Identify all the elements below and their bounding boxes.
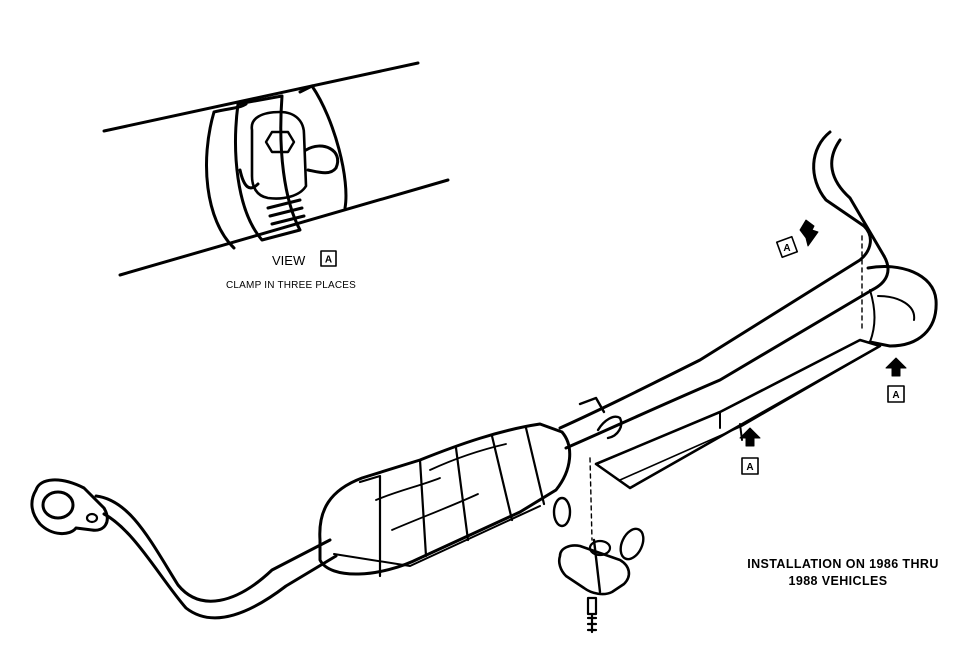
intermediate-pipe bbox=[558, 224, 890, 450]
callout-a-top: A bbox=[775, 219, 819, 259]
detail-pipe-bottom-edge bbox=[118, 178, 450, 277]
detail-pipe-top-edge bbox=[102, 61, 420, 133]
detail-sleeve-left bbox=[205, 102, 248, 250]
view-letter-box bbox=[320, 250, 337, 267]
heat-shield bbox=[594, 235, 882, 490]
installation-note-line1: INSTALLATION ON 1986 THRU bbox=[747, 557, 939, 571]
isolator-ring-left bbox=[552, 496, 572, 528]
clamp-ear-right bbox=[304, 144, 340, 175]
hanger-bracket bbox=[557, 457, 631, 596]
clamp-ear-left bbox=[238, 168, 260, 190]
callout-letter-right: A bbox=[892, 390, 899, 401]
view-label: VIEW bbox=[272, 253, 306, 268]
clamp-band bbox=[234, 94, 302, 242]
clamp-nut-icon bbox=[264, 130, 296, 154]
isolator-ring-right bbox=[619, 527, 645, 561]
view-letter: A bbox=[325, 255, 332, 266]
callout-letter-top: A bbox=[783, 243, 790, 254]
rear-pipe-bend bbox=[812, 130, 886, 258]
view-a-detail bbox=[102, 61, 450, 277]
mounting-bolt-icon bbox=[586, 596, 598, 634]
callout-a-right: A bbox=[885, 357, 907, 403]
clamp-note: CLAMP IN THREE PLACES bbox=[226, 280, 356, 291]
rear-resonator bbox=[866, 265, 938, 348]
installation-note-line2: 1988 VEHICLES bbox=[789, 574, 888, 588]
front-flange bbox=[30, 478, 109, 535]
clamp-saddle bbox=[250, 110, 308, 200]
callout-letter-middle: A bbox=[746, 462, 753, 473]
catalytic-converter bbox=[318, 422, 572, 578]
front-pipe bbox=[94, 494, 338, 620]
callout-a-middle: A bbox=[739, 427, 761, 475]
clamp-band-ribs bbox=[266, 198, 306, 226]
detail-sleeve-right bbox=[298, 84, 348, 210]
